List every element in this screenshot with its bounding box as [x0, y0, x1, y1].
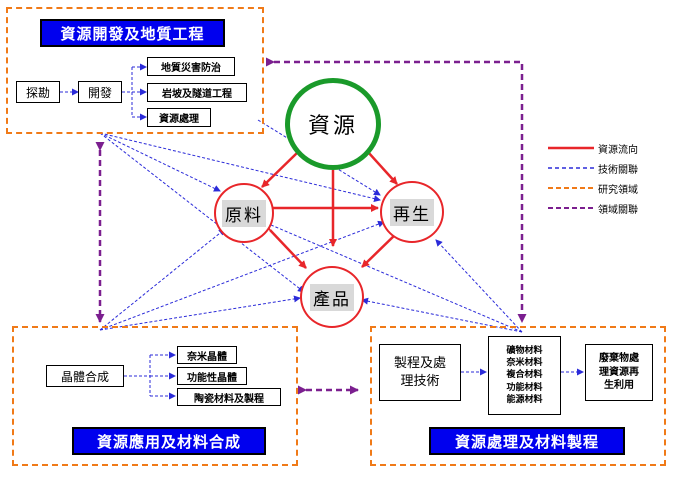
crystal-synthesis-box: 晶體合成 — [46, 365, 124, 387]
slope-tunnel-box: 岩坡及隧道工程 — [147, 83, 247, 102]
material-item: 複合材料 — [506, 370, 543, 381]
material-item: 礦物材料 — [506, 346, 543, 357]
material-item: 能源材料 — [506, 394, 543, 405]
legend-research-domain: 研究領域 — [598, 185, 638, 196]
resource-node: 資源 — [285, 78, 381, 170]
legend-resource-flow: 資源流向 — [598, 145, 638, 156]
materials-list-box: 礦物材料 奈米材料 複合材料 功能材料 能源材料 — [488, 336, 561, 415]
explore-box: 探勘 — [16, 81, 60, 103]
raw-material-node: 原料 — [214, 183, 274, 243]
nano-crystal-box: 奈米晶體 — [177, 346, 237, 364]
develop-box: 開發 — [78, 81, 122, 103]
waste-line: 生利用 — [604, 380, 634, 392]
recycle-label: 再生 — [390, 198, 434, 226]
region-title: 資源開發及地質工程 — [40, 19, 225, 47]
region-resource-application: 資源應用及材料合成 — [12, 326, 298, 466]
ceramic-materials-box: 陶瓷材料及製程 — [177, 388, 281, 406]
material-item: 功能材料 — [506, 382, 543, 393]
domain-link-lines — [95, 57, 527, 395]
product-label: 產品 — [310, 283, 354, 311]
geo-hazard-box: 地質災害防治 — [147, 57, 235, 76]
resource-label: 資源 — [307, 114, 358, 139]
region-title: 資源處理及材料製程 — [429, 427, 625, 455]
legend-lines — [548, 146, 594, 209]
resource-flow-lines — [261, 151, 406, 269]
legend-tech-link: 技術關聯 — [598, 165, 638, 176]
region-title: 資源應用及材料合成 — [72, 427, 266, 455]
waste-line: 廢棄物處 — [599, 353, 639, 365]
waste-line: 理資源再 — [599, 366, 639, 378]
recycle-node: 再生 — [380, 181, 444, 243]
functional-crystal-box: 功能性晶體 — [177, 367, 247, 385]
resource-processing-box: 資源處理 — [147, 108, 211, 127]
product-node: 產品 — [300, 266, 364, 328]
material-item: 奈米材料 — [506, 358, 543, 369]
raw-material-label: 原料 — [222, 199, 266, 227]
region-resource-development: 資源開發及地質工程 — [6, 7, 264, 134]
process-tech-line: 理技術 — [400, 373, 440, 389]
legend-domain-link: 領域關聯 — [598, 205, 638, 216]
process-tech-line: 製程及處 — [393, 355, 446, 371]
region-resource-processing: 資源處理及材料製程 — [370, 326, 666, 466]
waste-recycling-box: 廢棄物處 理資源再 生利用 — [585, 344, 653, 401]
process-tech-box: 製程及處 理技術 — [379, 344, 461, 401]
